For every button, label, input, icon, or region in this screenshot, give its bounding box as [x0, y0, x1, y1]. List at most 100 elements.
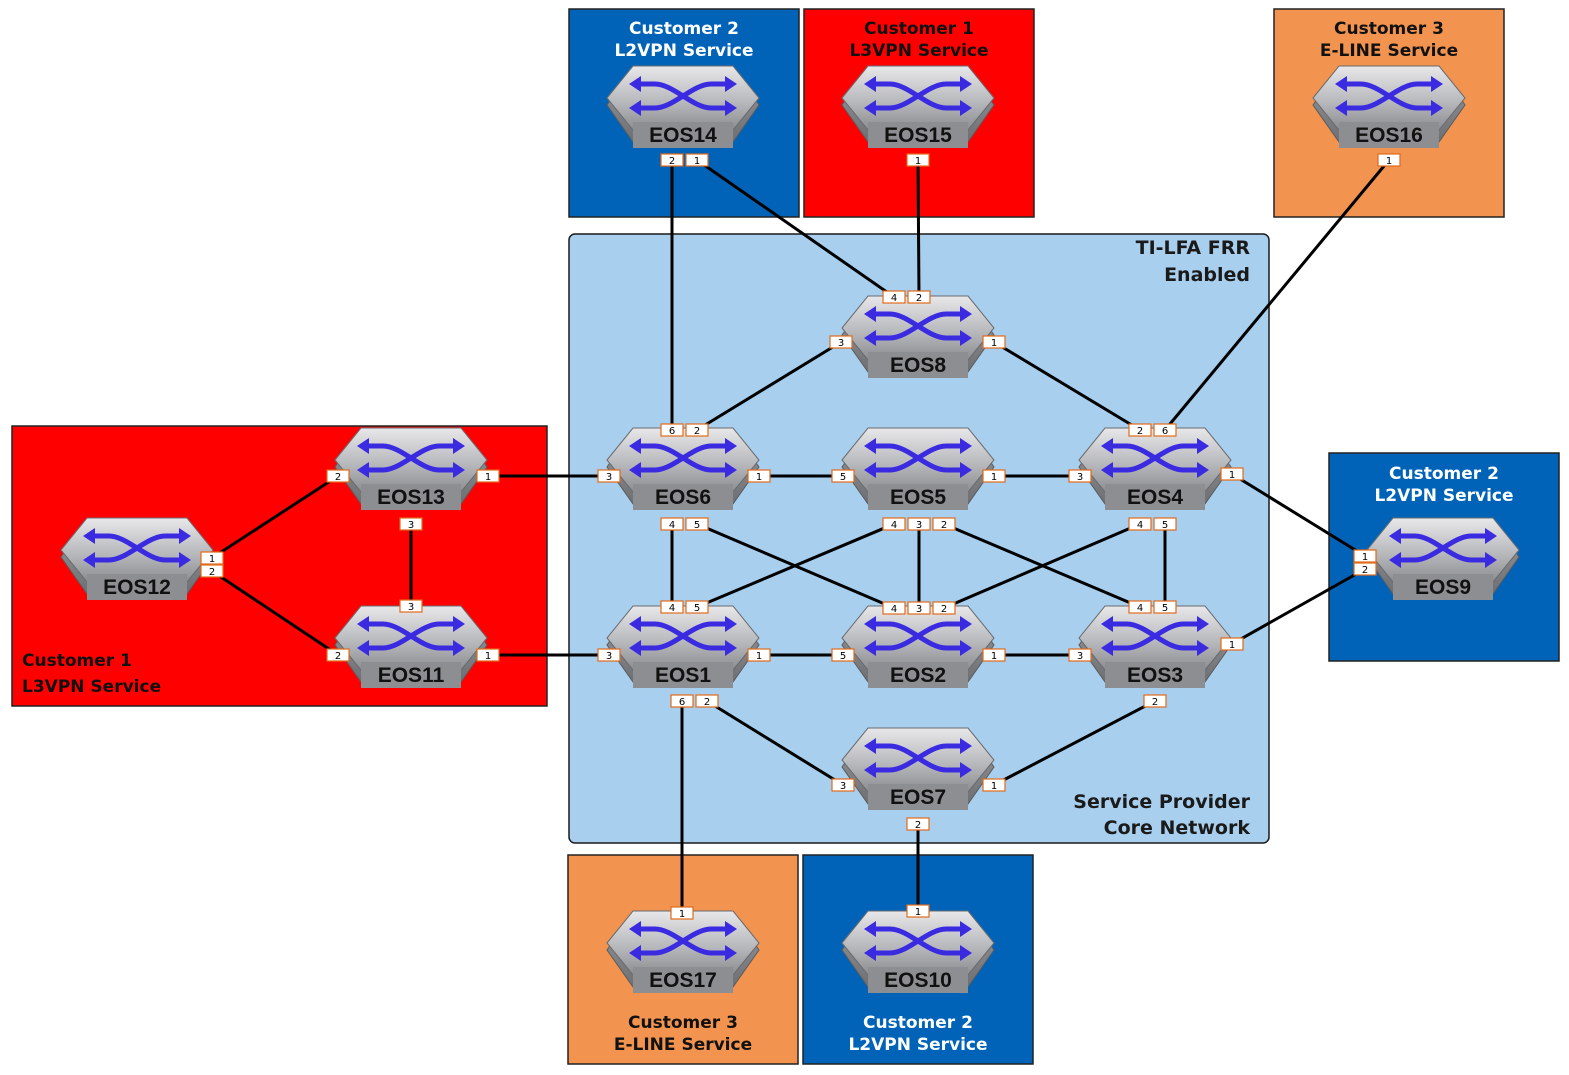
svg-text:2: 2	[915, 820, 921, 831]
port-eos2-5: 5	[831, 648, 855, 662]
port-eos8-4: 4	[882, 290, 906, 304]
router-label: EOS2	[890, 664, 946, 687]
port-eos1-5: 5	[685, 600, 709, 614]
router-eos1[interactable]: EOS1	[606, 605, 760, 688]
port-eos3-2: 2	[1143, 694, 1167, 708]
customer-box-eos16-name: Customer 3	[1334, 19, 1444, 39]
router-label: EOS4	[1127, 486, 1183, 509]
port-eos4-6: 6	[1153, 423, 1177, 437]
router-label-plate	[361, 484, 461, 510]
port-eos8-1: 1	[982, 335, 1006, 349]
svg-text:3: 3	[916, 520, 922, 531]
core-label-bottom-line2: Core Network	[1104, 817, 1251, 839]
svg-text:2: 2	[335, 472, 341, 483]
svg-text:6: 6	[669, 426, 675, 437]
router-label: EOS9	[1415, 576, 1471, 599]
port-eos1-4: 4	[660, 600, 684, 614]
port-eos6-2: 2	[685, 423, 709, 437]
port-eos13-3: 3	[399, 517, 423, 531]
core-label-top-line1: TI-LFA FRR	[1136, 237, 1251, 259]
router-label: EOS15	[884, 124, 952, 147]
arrowheads-icon	[1101, 616, 1209, 656]
switch-icon	[876, 743, 960, 773]
router-label-plate	[1105, 484, 1205, 510]
customer-box-eos15-name: Customer 1	[864, 19, 974, 39]
customer-box-eos9-service: L2VPN Service	[1374, 486, 1513, 506]
svg-text:3: 3	[840, 781, 846, 792]
port-eos9-2: 2	[1353, 562, 1377, 576]
link-eos4-eos9	[1231, 472, 1366, 558]
router-eos4[interactable]: EOS4	[1078, 427, 1232, 510]
svg-text:4: 4	[1137, 603, 1143, 614]
port-eos3-4: 4	[1128, 600, 1152, 614]
port-eos1-6: 6	[670, 694, 694, 708]
svg-text:2: 2	[916, 293, 922, 304]
port-eos2-3: 3	[907, 601, 931, 615]
router-label: EOS5	[890, 486, 946, 509]
svg-text:4: 4	[891, 520, 897, 531]
router-eos15[interactable]: EOS15	[841, 65, 995, 148]
svg-text:3: 3	[408, 602, 414, 613]
svg-text:3: 3	[838, 338, 844, 349]
router-eos9[interactable]: EOS9	[1366, 517, 1520, 600]
port-eos4-2: 2	[1128, 423, 1152, 437]
router-eos7[interactable]: EOS7	[841, 727, 995, 810]
customer-box-eos17-service: E-LINE Service	[614, 1035, 752, 1055]
svg-text:1: 1	[679, 909, 685, 920]
port-eos1-1: 1	[747, 648, 771, 662]
svg-text:1: 1	[485, 472, 491, 483]
router-label-plate	[87, 574, 187, 600]
arrowheads-icon	[629, 76, 737, 116]
switch-icon	[641, 81, 725, 111]
port-eos2-2: 2	[932, 601, 956, 615]
svg-text:4: 4	[1137, 520, 1143, 531]
link-eos3-eos7	[993, 699, 1156, 787]
link-eos4-eos2	[943, 522, 1141, 610]
router-label-plate	[1105, 662, 1205, 688]
router-eos12[interactable]: EOS12	[60, 517, 214, 600]
router-label-plate	[1339, 122, 1439, 148]
router-label: EOS11	[378, 664, 445, 687]
svg-text:2: 2	[209, 567, 215, 578]
svg-text:3: 3	[606, 651, 612, 662]
port-eos5-5: 5	[831, 469, 855, 483]
router-eos17[interactable]: EOS17	[606, 910, 760, 993]
svg-text:2: 2	[941, 520, 947, 531]
router-eos13[interactable]: EOS13	[334, 427, 488, 510]
svg-text:1: 1	[991, 472, 997, 483]
router-eos8[interactable]: EOS8	[841, 295, 995, 378]
port-eos11-3: 3	[399, 599, 423, 613]
router-eos10[interactable]: EOS10	[841, 910, 995, 993]
switch-icon	[876, 926, 960, 956]
arrowheads-icon	[864, 76, 972, 116]
router-label: EOS12	[103, 576, 171, 599]
router-eos6[interactable]: EOS6	[606, 427, 760, 510]
router-label-plate	[868, 967, 968, 993]
port-eos5-3: 3	[907, 517, 931, 531]
port-eos5-2: 2	[932, 517, 956, 531]
router-eos2[interactable]: EOS2	[841, 605, 995, 688]
router-eos14[interactable]: EOS14	[606, 65, 760, 148]
svg-text:1: 1	[1386, 156, 1392, 167]
router-eos3[interactable]: EOS3	[1078, 605, 1232, 688]
customer-box-eos9-name: Customer 2	[1389, 464, 1499, 484]
port-eos6-4: 4	[660, 517, 684, 531]
router-eos5[interactable]: EOS5	[841, 427, 995, 510]
router-label-plate	[633, 484, 733, 510]
switch-icon	[876, 621, 960, 651]
router-label: EOS13	[377, 486, 445, 509]
links-layer	[211, 158, 1391, 913]
arrowheads-icon	[1335, 76, 1443, 116]
switch-icon	[1113, 621, 1197, 651]
port-eos13-1: 1	[476, 469, 500, 483]
port-eos15-1: 1	[906, 153, 930, 167]
port-eos4-4: 4	[1128, 517, 1152, 531]
router-eos11[interactable]: EOS11	[334, 605, 488, 688]
svg-text:1: 1	[991, 338, 997, 349]
router-eos16[interactable]: EOS16	[1312, 65, 1466, 148]
switch-icon	[641, 443, 725, 473]
svg-text:5: 5	[840, 472, 846, 483]
